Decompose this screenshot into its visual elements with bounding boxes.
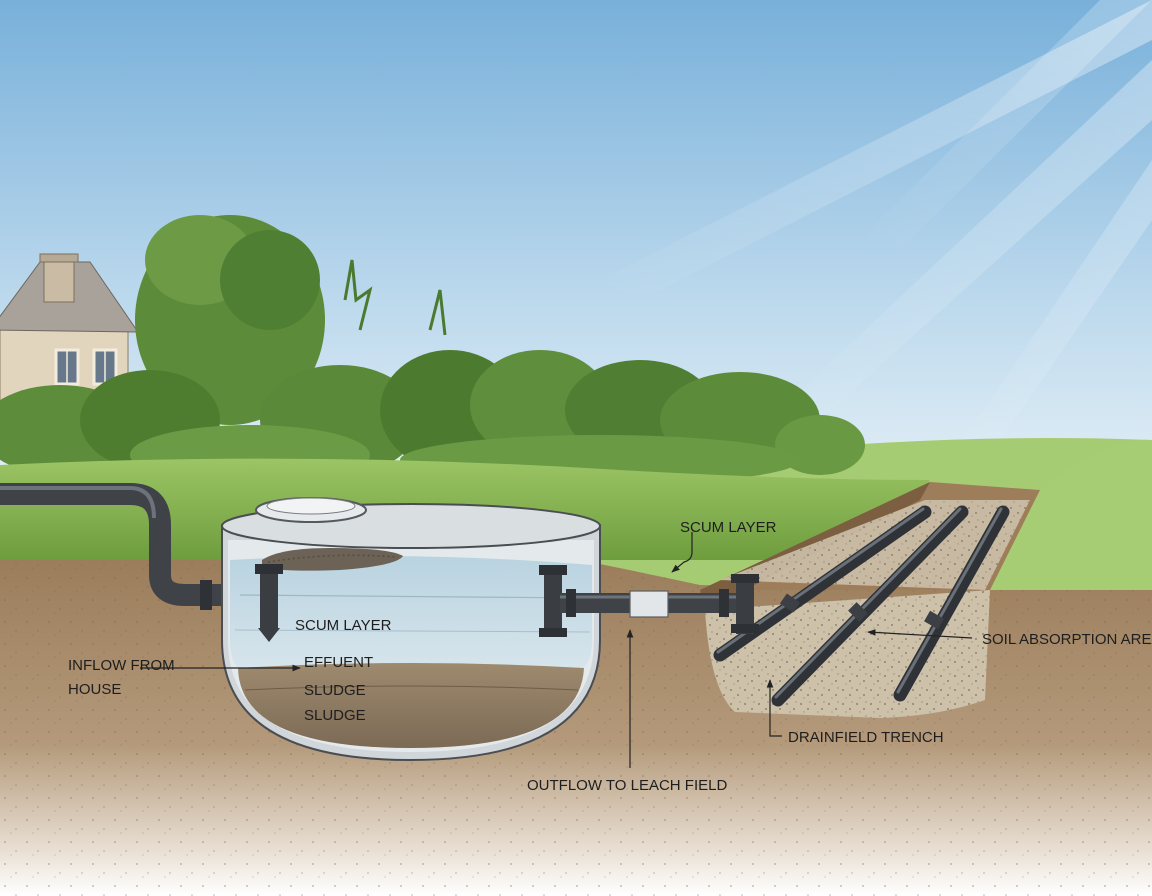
leader-scum-top — [671, 532, 693, 573]
drain-pipe — [893, 505, 1010, 702]
scum-layer — [262, 548, 403, 571]
label-outflow: OUTFLOW TO LEACH FIELD — [527, 777, 727, 794]
label-scum-inner: SCUM LAYER — [295, 617, 392, 634]
label-sludge-1: SLUDGE — [304, 682, 366, 699]
drain-pipes — [713, 505, 1010, 707]
sun-rays — [600, 0, 1152, 470]
distribution-tee — [736, 578, 754, 634]
drain-pipe — [771, 505, 969, 707]
outlet-tee — [544, 568, 562, 632]
inlet-tee — [260, 570, 278, 630]
label-inflow-line1: INFLOW FROM — [68, 657, 175, 674]
leader-drainfield — [766, 679, 782, 737]
label-scum-top: SCUM LAYER — [680, 519, 777, 536]
label-drainfield: DRAINFIELD TRENCH — [788, 729, 944, 746]
sludge-layer — [238, 663, 584, 748]
label-soil-absorption: SOIL ABSORPTION AREA — [982, 631, 1152, 648]
pipe-coupling — [629, 590, 669, 618]
outflow-pipe — [560, 574, 759, 634]
label-sludge-2: SLUDGE — [304, 707, 366, 724]
leader-lines — [140, 532, 973, 768]
lawn-right — [990, 440, 1152, 590]
label-inflow-line2: HOUSE — [68, 681, 121, 698]
label-effluent: EFFUENT — [304, 654, 373, 671]
labels: SCUM LAYER SCUM LAYER INFLOW FROM HOUSE … — [68, 519, 1152, 794]
shrubs — [0, 215, 865, 485]
liquid-layer — [230, 556, 592, 670]
leader-soil-absorption — [867, 629, 973, 639]
septic-tank — [221, 497, 601, 762]
